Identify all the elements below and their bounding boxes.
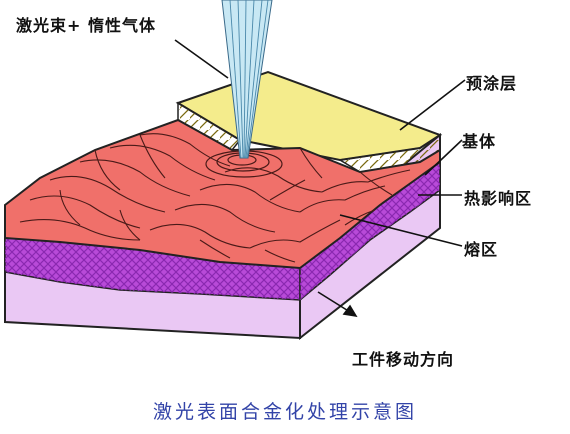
laser-beam	[221, 0, 273, 159]
leader-laser	[174, 39, 229, 79]
label-laser-gas: 激光束+ 惰性气体	[16, 16, 156, 35]
label-haz: 热影响区	[464, 189, 533, 208]
melt-ripple-lines	[19, 133, 411, 263]
label-melt-zone: 熔区	[464, 240, 499, 259]
diagram-caption: 激光表面合金化处理示意图	[152, 401, 417, 423]
leader-lines	[174, 39, 466, 247]
workpiece-block	[4, 70, 443, 341]
leader-melt	[339, 214, 463, 247]
melt-zone-surface	[4, 118, 441, 270]
label-substrate: 基体	[462, 132, 497, 151]
label-precoat: 预涂层	[466, 74, 518, 93]
direction-arrow	[317, 291, 358, 318]
label-direction: 工件移动方向	[352, 350, 455, 369]
leader-substrate	[424, 139, 463, 176]
leader-precoat	[399, 79, 466, 131]
